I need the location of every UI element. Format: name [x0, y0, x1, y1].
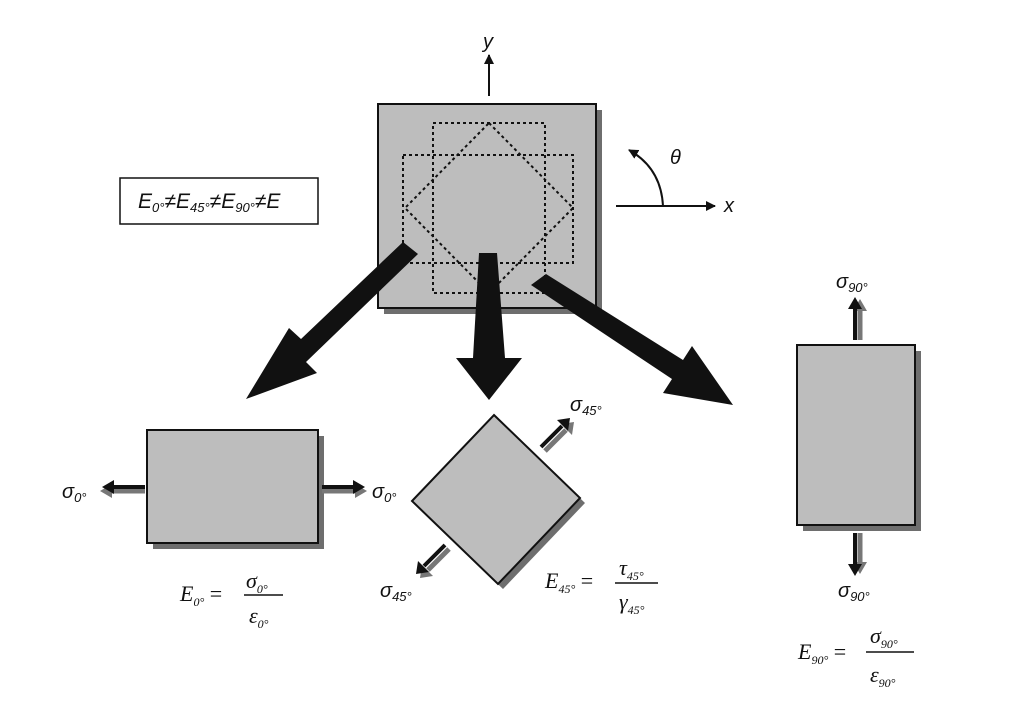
big-arrow-to-45	[456, 253, 522, 400]
sigma-45-bottom-label: σ45°	[380, 580, 412, 604]
y-axis-label: y	[481, 31, 494, 53]
svg-text:E45° =: E45° =	[544, 568, 593, 596]
big-arrow-to-90	[531, 274, 733, 405]
formula-e90: E90° = σ90° ε90°	[797, 623, 914, 690]
formula-e0: E0° = σ0° ε0°	[179, 568, 283, 631]
big-arrow-to-0	[246, 242, 418, 399]
modulus-relation-box: E0°≠E45°≠E90°≠E	[119, 177, 319, 225]
svg-text:ε90°: ε90°	[870, 662, 896, 690]
sigma-0-left-label: σ0°	[62, 481, 87, 505]
svg-text:E0° =: E0° =	[179, 581, 222, 609]
specimen-45	[410, 413, 585, 589]
svg-text:σ90°: σ90°	[870, 623, 898, 651]
modulus-relation-text: E0°≠E45°≠E90°≠E	[138, 190, 281, 215]
sigma-45-top-label: σ45°	[570, 394, 602, 418]
main-specimen	[377, 103, 602, 314]
specimen-0	[146, 429, 324, 549]
stress-arrows-45	[416, 418, 574, 578]
svg-text:ε0°: ε0°	[249, 603, 269, 631]
svg-text:γ45°: γ45°	[619, 589, 645, 617]
svg-text:τ45°: τ45°	[619, 555, 644, 583]
stress-arrows-90	[848, 297, 867, 576]
x-axis-label: x	[723, 195, 735, 217]
formula-e45: E45° = τ45° γ45°	[544, 555, 658, 617]
big-arrows	[246, 242, 733, 405]
angle-arc-arrow	[628, 149, 664, 207]
svg-text:σ0°: σ0°	[246, 568, 268, 596]
sigma-0-right-label: σ0°	[372, 481, 397, 505]
svg-text:E90° =: E90° =	[797, 639, 846, 667]
stress-arrows-0	[100, 480, 367, 498]
sigma-90-top-label: σ90°	[836, 271, 868, 295]
theta-label: θ	[670, 147, 681, 169]
sigma-90-bottom-label: σ90°	[838, 580, 870, 604]
specimen-90	[796, 344, 921, 531]
